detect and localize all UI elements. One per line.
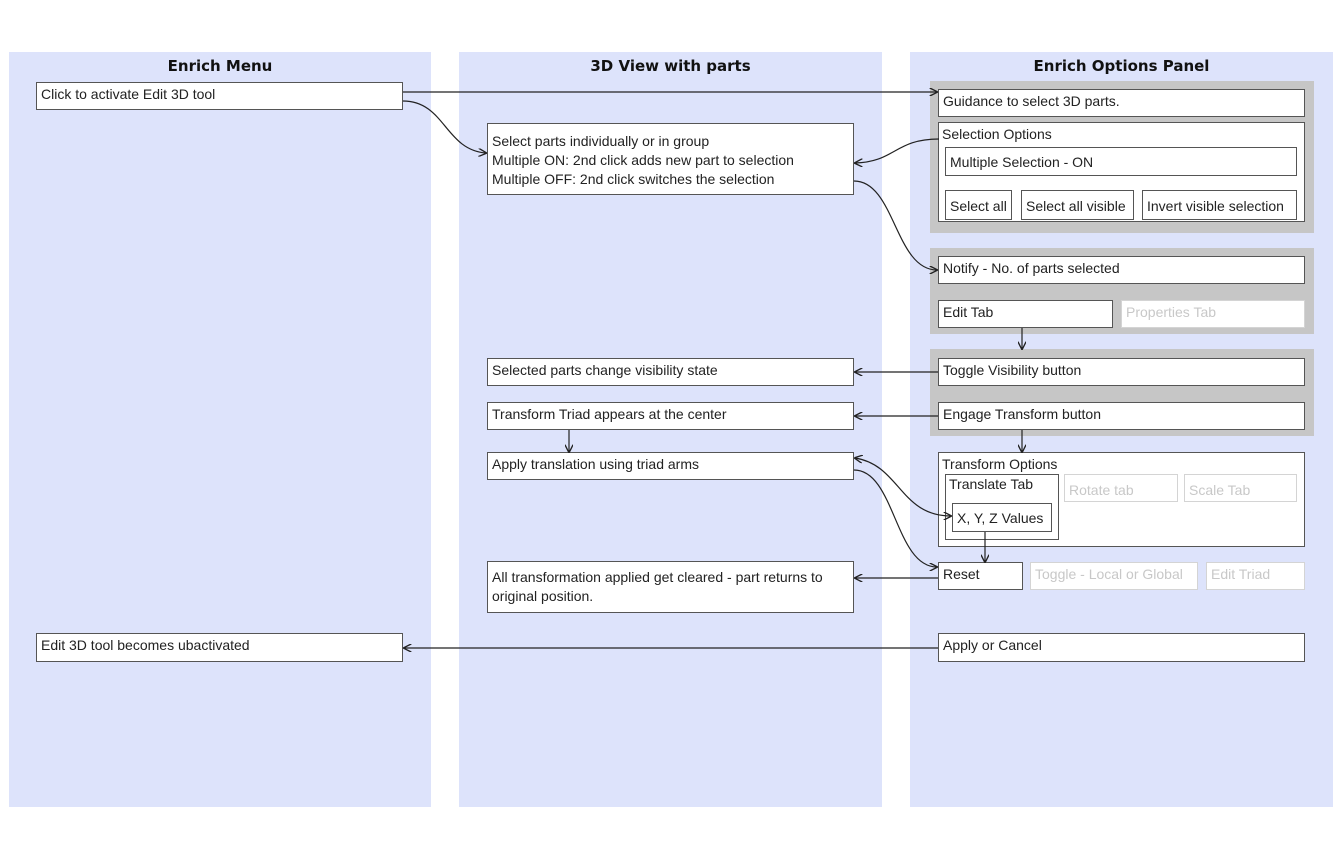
engage-transform-button[interactable]: Engage Transform button bbox=[938, 402, 1305, 430]
arrow-xyz-to-translation bbox=[855, 458, 951, 516]
transform-triad-box: Transform Triad appears at the center bbox=[487, 402, 854, 430]
apply-translation-box: Apply translation using triad arms bbox=[487, 452, 854, 480]
xyz-values-input[interactable]: X, Y, Z Values bbox=[952, 503, 1052, 532]
select-parts-line-2: Multiple ON: 2nd click adds new part to … bbox=[492, 152, 794, 168]
transform-options-label: Transform Options bbox=[942, 456, 1058, 472]
lane-title-3d-view: 3D View with parts bbox=[590, 57, 751, 75]
select-parts-line-1: Select parts individually or in group bbox=[492, 133, 710, 149]
selection-options-label: Selection Options bbox=[942, 126, 1052, 142]
select-parts-line-3: Multiple OFF: 2nd click switches the sel… bbox=[492, 171, 775, 187]
invert-visible-selection-button[interactable]: Invert visible selection bbox=[1142, 190, 1297, 220]
notify-parts-selected-box: Notify - No. of parts selected bbox=[938, 256, 1305, 284]
toggle-visibility-button[interactable]: Toggle Visibility button bbox=[938, 358, 1305, 386]
arrow-translation-to-reset bbox=[853, 469, 937, 567]
select-parts-box: Select parts individually or in group Mu… bbox=[487, 123, 854, 195]
edit-tab[interactable]: Edit Tab bbox=[938, 300, 1113, 328]
toggle-local-global-button[interactable]: Toggle - Local or Global bbox=[1030, 562, 1198, 590]
properties-tab[interactable]: Properties Tab bbox=[1121, 300, 1305, 328]
arrow-selection-options-to-select-parts bbox=[855, 138, 940, 163]
lane-enrich-menu: Enrich Menu bbox=[9, 52, 431, 807]
activate-edit-3d-box: Click to activate Edit 3D tool bbox=[36, 82, 403, 110]
scale-tab[interactable]: Scale Tab bbox=[1184, 474, 1297, 502]
edit-triad-button[interactable]: Edit Triad bbox=[1206, 562, 1305, 590]
visibility-state-box: Selected parts change visibility state bbox=[487, 358, 854, 386]
transformation-cleared-box: All transformation applied get cleared -… bbox=[487, 561, 854, 613]
lane-title-enrich-menu: Enrich Menu bbox=[167, 57, 273, 75]
translate-tab-label: Translate Tab bbox=[949, 476, 1034, 492]
arrow-select-parts-to-notify bbox=[853, 180, 937, 270]
multiple-selection-toggle[interactable]: Multiple Selection - ON bbox=[945, 147, 1297, 176]
arrow-activate-to-select-parts bbox=[402, 100, 486, 153]
lane-title-options-panel: Enrich Options Panel bbox=[1033, 57, 1210, 75]
apply-or-cancel-button[interactable]: Apply or Cancel bbox=[938, 633, 1305, 662]
guidance-box: Guidance to select 3D parts. bbox=[938, 89, 1305, 117]
edit-3d-deactivated-box: Edit 3D tool becomes ubactivated bbox=[36, 633, 403, 662]
select-all-visible-button[interactable]: Select all visible bbox=[1021, 190, 1134, 220]
rotate-tab[interactable]: Rotate tab bbox=[1064, 474, 1178, 502]
select-all-button[interactable]: Select all bbox=[945, 190, 1012, 220]
reset-button[interactable]: Reset bbox=[938, 562, 1023, 590]
